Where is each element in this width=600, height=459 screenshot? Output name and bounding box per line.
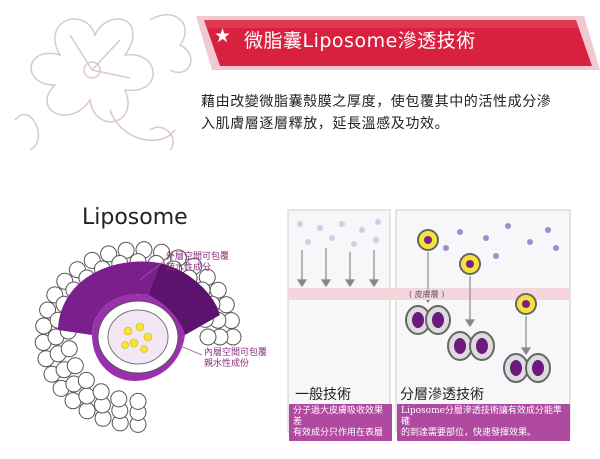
outer-space-label: 外層空間可包覆 疏水性成分 — [166, 252, 229, 274]
skin-layer-label: ( 皮膚層 ) — [406, 289, 448, 300]
outer-label-line-1: 外層空間可包覆 — [166, 252, 230, 262]
lipid-bead — [66, 357, 84, 375]
lipid-bead — [110, 390, 128, 408]
left-panel-label: 一般技術 — [295, 387, 351, 403]
right-panel-caption: Liposome分層滲透技術讓有效成分能準確 的到達需要部位，快速發揮效果。 — [397, 404, 570, 441]
right-caption-line-1: Liposome分層滲透技術讓有效成分能準確 — [401, 406, 562, 427]
right-panel-label: 分層滲透技術 — [400, 387, 484, 403]
lipid-bead — [100, 245, 118, 263]
lipid-bead — [39, 301, 57, 319]
inner-label-line-1: 內層空間可包覆 — [204, 348, 268, 358]
left-caption-line-1: 分子過大皮膚吸收效果差 — [293, 406, 384, 427]
lipid-bead — [199, 328, 217, 346]
lipid-bead — [77, 371, 95, 389]
lipid-bead — [60, 340, 78, 358]
liposome-title: Liposome — [82, 205, 188, 230]
star-icon: ★ — [214, 25, 232, 47]
lipid-bead — [129, 392, 147, 410]
intro-line-1: 藉由改變微脂囊殼膜之厚度，使包覆其中的活性成分滲 — [201, 94, 552, 110]
flower-outline-decoration — [14, 14, 192, 151]
liposome-diagram — [34, 241, 242, 433]
right-caption-line-2: 的到達需要部位，快速發揮效果。 — [401, 428, 537, 438]
left-panel-caption: 分子過大皮膚吸收效果差 有效成分只作用在表層 — [289, 404, 392, 441]
left-caption-line-2: 有效成分只作用在表層 — [293, 428, 384, 438]
outer-label-line-2: 疏水性成分 — [166, 263, 212, 273]
inner-label-line-2: 親水性成份 — [204, 359, 250, 369]
intro-line-2: 入肌膚層逐層釋放，延長溫感及功效。 — [201, 116, 450, 132]
penetration-panels — [287, 209, 571, 433]
inner-space-label: 內層空間可包覆 親水性成份 — [204, 348, 267, 370]
banner-title: 微脂囊Liposome滲透技術 — [244, 30, 476, 52]
intro-paragraph: 藉由改變微脂囊殼膜之厚度，使包覆其中的活性成分滲 入肌膚層逐層釋放，延長溫感及功… — [201, 91, 591, 135]
lipid-bead — [35, 317, 53, 335]
title-banner-shape — [196, 16, 600, 70]
lipid-bead — [92, 383, 110, 401]
